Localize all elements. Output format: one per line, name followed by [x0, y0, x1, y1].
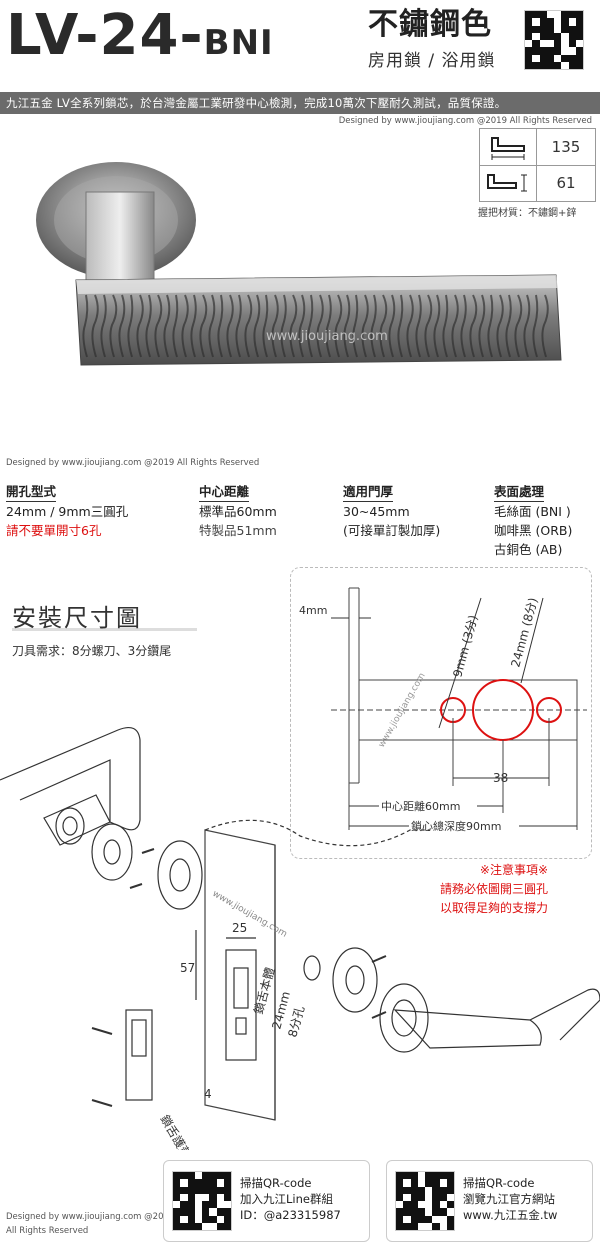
qr-code-icon — [524, 10, 584, 70]
dim-25-label: 25 — [232, 921, 247, 935]
design-credit: Designed by www.jioujiang.com @2019 All … — [338, 116, 592, 126]
spec-value: 30~45mm — [343, 504, 410, 519]
large-hole-label: 24mm (8分) — [508, 596, 540, 669]
lever-length-value: 135 — [551, 138, 581, 156]
dimension-row-height: 61 — [480, 165, 595, 201]
spec-door-thickness: 適用門厚 30~45mm (可接單訂製加厚) — [343, 482, 483, 540]
finish-title: 不鏽鋼色 — [368, 7, 492, 42]
model-number: LV-24-BNI — [6, 3, 274, 68]
spec-value: 毛絲面 (BNI ) — [494, 504, 571, 519]
website-box: 掃描QR-code 瀏覽九江官方網站 www.九江五金.tw — [386, 1160, 593, 1242]
spec-value: 24mm / 9mm三圓孔 — [6, 504, 129, 519]
website-qr-code-icon — [395, 1171, 455, 1231]
notice-heading: ※注意事項※ — [479, 863, 549, 877]
spec-heading: 適用門厚 — [343, 482, 394, 502]
install-title: 安裝尺寸圖 — [12, 598, 197, 633]
dimension-row-length: 135 — [480, 129, 595, 166]
spec-heading: 開孔型式 — [6, 482, 57, 502]
line-group-box: 掃描QR-code 加入九江Line群組 ID：@a23315987 — [163, 1160, 370, 1242]
spec-heading: 中心距離 — [199, 482, 250, 502]
center-distance-label: 中心距離60mm — [381, 799, 460, 813]
quality-banner: 九江五金 LV全系列鎖芯，於台灣金屬工業研發中心檢測，完成10萬次下壓耐久測試，… — [0, 92, 600, 114]
hole-diagram-panel: 4mm 9mm (3分) 24mm (8分) 38 中心距離60mm 鎖心總深度… — [290, 567, 592, 859]
spec-value: (可接單訂製加厚) — [343, 523, 441, 538]
dim-38-label: 38 — [493, 771, 508, 785]
latch-body-label: 鎖舌本體 — [250, 966, 277, 1016]
footer-credit: Designed by www.jioujiang.com @2019 All … — [6, 1212, 175, 1236]
total-depth-label: 鎖心總深度90mm — [411, 819, 501, 833]
notice-box: ※注意事項※ 請務必依圖開三圓孔 以取得足夠的支撐力 — [440, 861, 548, 918]
dim-4-label: 4 — [204, 1087, 212, 1101]
product-watermark: www.jioujiang.com — [266, 329, 388, 344]
spec-value: 特製品51mm — [199, 523, 277, 538]
spec-heading: 表面處理 — [494, 482, 545, 502]
dim-4mm-label: 4mm — [299, 604, 327, 617]
lock-type-subtitle: 房用鎖 / 浴用鎖 — [368, 51, 496, 71]
exploded-view: 25 57 4 鎖舌護蓋 鎖舌本體 24mm 8分孔 www.jioujiang… — [0, 700, 600, 1161]
spec-value: 古銅色 (AB) — [494, 542, 563, 557]
latch-cover-label: 鎖舌護蓋 — [157, 1112, 194, 1150]
dimension-table: 135 61 — [479, 128, 596, 202]
header: LV-24-BNI 不鏽鋼色 房用鎖 / 浴用鎖 — [0, 0, 600, 90]
product-credit: Designed by www.jioujiang.com @2019 All … — [6, 458, 260, 468]
spec-surface-finish: 表面處理 毛絲面 (BNI ) 咖啡黑 (ORB) 古銅色 (AB) — [494, 482, 599, 559]
lever-height-value: 61 — [556, 174, 576, 192]
line-group-text: 掃描QR-code 加入九江Line群組 ID：@a23315987 — [240, 1176, 341, 1222]
spec-center-distance: 中心距離 標準品60mm 特製品51mm — [199, 482, 339, 540]
product-image: www.jioujiang.com — [36, 160, 576, 390]
handle-material: 握把材質：不鏽鋼+鋅 — [478, 208, 577, 219]
notice-line: 以取得足夠的支撐力 — [440, 901, 549, 915]
spec-value: 咖啡黑 (ORB) — [494, 523, 573, 538]
latch-body-hole: 8分孔 — [285, 1005, 307, 1039]
spec-value: 標準品60mm — [199, 504, 277, 519]
dim-57-label: 57 — [180, 961, 195, 975]
tool-requirements: 刀具需求：8分螺刀、3分鑽尾 — [12, 644, 172, 658]
notice-line: 請務必依圖開三圓孔 — [440, 882, 549, 896]
spec-hole-type: 開孔型式 24mm / 9mm三圓孔 請不要單開寸6孔 — [6, 482, 186, 540]
line-qr-code-icon — [172, 1171, 232, 1231]
explode-watermark: www.jioujiang.com — [211, 889, 289, 940]
spec-warning: 請不要單開寸6孔 — [6, 523, 102, 538]
lever-length-icon — [480, 129, 537, 165]
website-text: 掃描QR-code 瀏覽九江官方網站 www.九江五金.tw — [463, 1176, 558, 1222]
lever-height-icon — [480, 165, 537, 201]
